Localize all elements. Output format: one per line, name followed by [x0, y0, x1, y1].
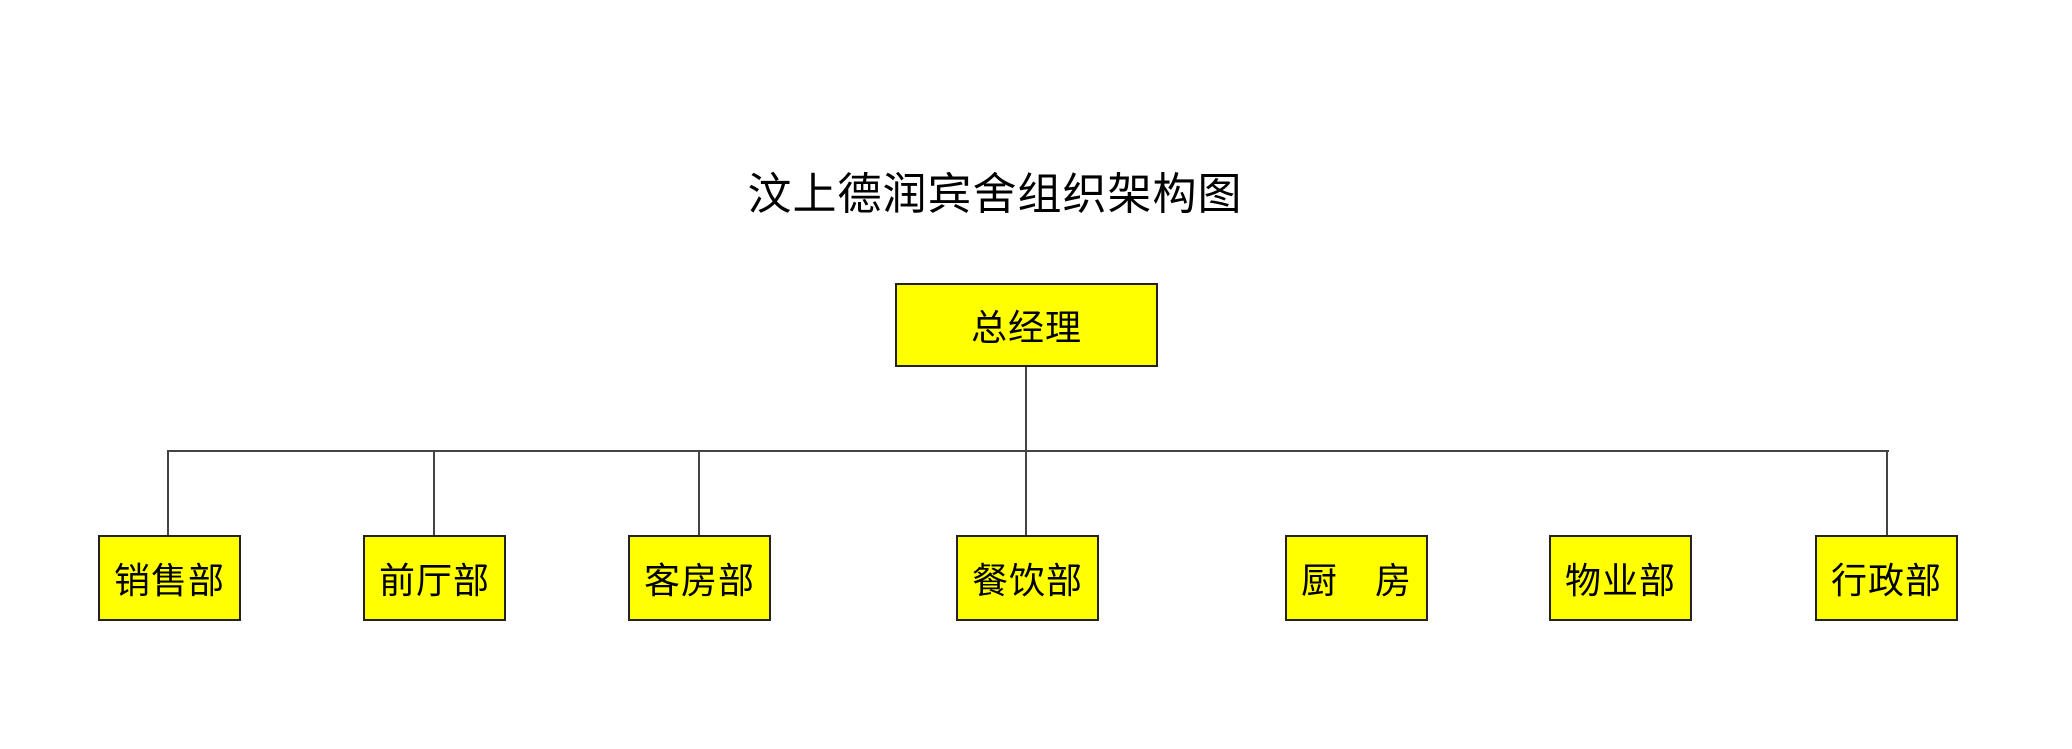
- connector-drop-admin: [1886, 450, 1888, 535]
- chart-title: 汶上德润宾舍组织架构图: [747, 169, 1243, 220]
- org-node-property-dept: 物业部: [1549, 535, 1692, 621]
- org-node-front-office-dept: 前厅部: [363, 535, 506, 621]
- org-node-label: 行政部: [1830, 561, 1942, 602]
- org-node-general-manager: 总经理: [895, 283, 1158, 367]
- org-node-label: 总经理: [970, 308, 1082, 349]
- org-node-sales-dept: 销售部: [98, 535, 241, 621]
- org-node-label: 厨 房: [1300, 561, 1412, 602]
- org-node-label: 销售部: [113, 561, 225, 602]
- org-node-housekeeping-dept: 客房部: [628, 535, 771, 621]
- org-node-label: 前厅部: [378, 561, 490, 602]
- connector-trunk-line: [168, 450, 1889, 452]
- org-node-label: 物业部: [1564, 561, 1676, 602]
- org-node-label: 客房部: [643, 561, 755, 602]
- org-node-label: 餐饮部: [971, 561, 1083, 602]
- connector-drop-sales: [167, 450, 169, 535]
- org-node-admin-dept: 行政部: [1815, 535, 1958, 621]
- connector-drop-front-office: [433, 450, 435, 535]
- connector-drop-housekeeping: [698, 450, 700, 535]
- org-node-kitchen: 厨 房: [1285, 535, 1428, 621]
- org-node-dining-dept: 餐饮部: [956, 535, 1099, 621]
